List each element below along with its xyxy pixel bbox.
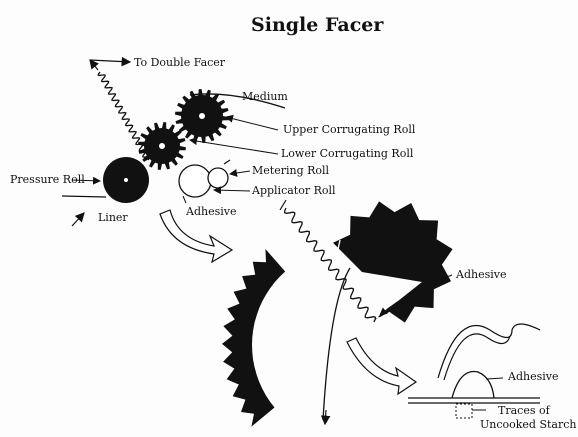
- adhesive-label-detail: Adhesive: [456, 268, 507, 281]
- pressure-roll-label: Pressure Roll: [10, 173, 85, 186]
- adhesive-label-main: Adhesive: [186, 205, 237, 218]
- inset-flute: [437, 323, 541, 379]
- starch-traces-label-line2: Uncooked Starch: [480, 418, 577, 431]
- diagram-title: Single Facer: [251, 14, 384, 36]
- zoom-arrow-1: [159, 209, 234, 264]
- inset-glue-bead: [451, 370, 495, 399]
- lower-roll-hub: [159, 143, 165, 149]
- metering-roll: [207, 167, 229, 189]
- detail-liner: [322, 267, 351, 421]
- liner-web: [61, 195, 107, 198]
- detail-corrugated-web: [284, 207, 376, 323]
- detail-corrugating-roll: [222, 249, 286, 427]
- starch-traces-box: [455, 403, 473, 419]
- to-double-facer-label: To Double Facer: [134, 56, 226, 69]
- inset-liner: [408, 397, 540, 404]
- metering-roll-label: Metering Roll: [252, 164, 330, 177]
- lower-corrugating-roll-label: Lower Corrugating Roll: [281, 147, 414, 160]
- upper-roll-hub: [199, 113, 205, 119]
- applicator-roll: [178, 164, 212, 198]
- liner-label: Liner: [98, 211, 128, 224]
- adhesive-label-inset: Adhesive: [508, 370, 559, 383]
- starch-traces-label-line1: Traces of: [498, 404, 550, 417]
- detail-upper-roll: [333, 201, 453, 323]
- upper-corrugating-roll-label: Upper Corrugating Roll: [283, 123, 416, 136]
- corrugated-web-to-double-facer: [97, 71, 151, 161]
- applicator-roll-label: Applicator Roll: [252, 184, 336, 197]
- medium-label: Medium: [242, 90, 288, 103]
- zoom-arrow-2: [346, 337, 418, 396]
- medium-web: [189, 93, 286, 109]
